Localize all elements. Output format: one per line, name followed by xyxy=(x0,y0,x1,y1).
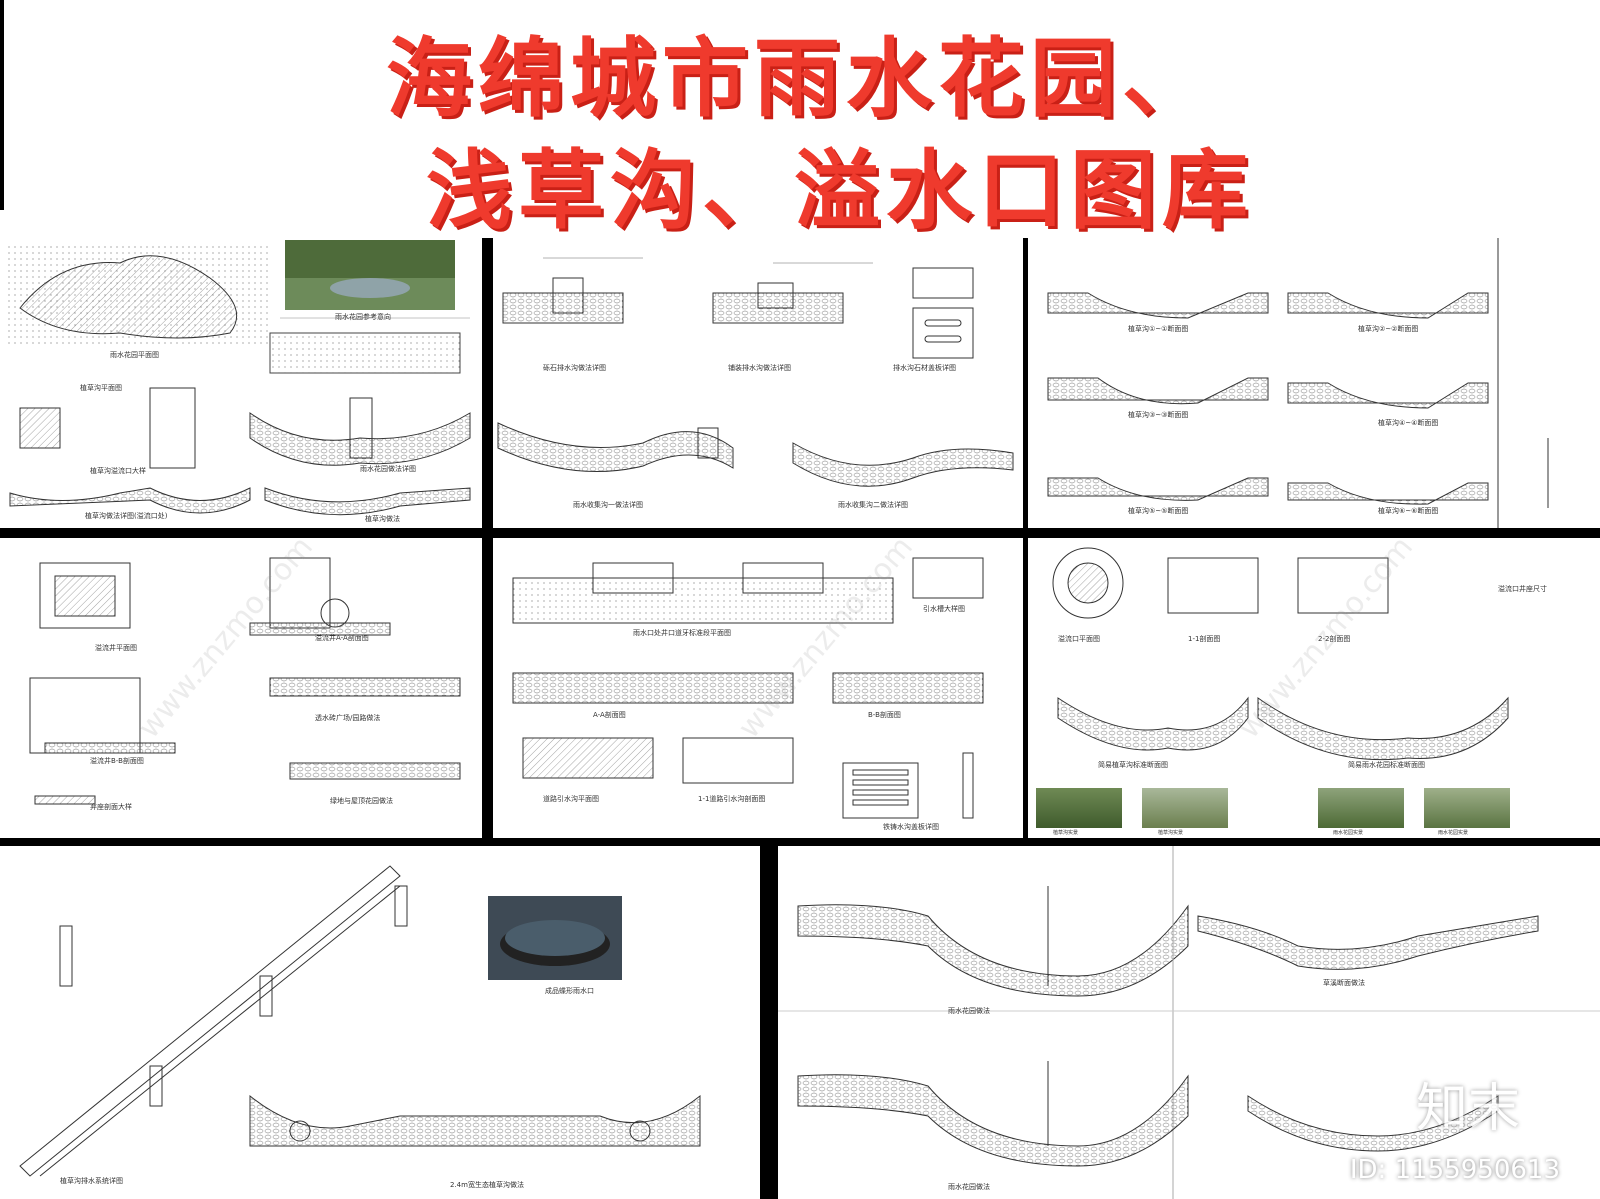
caption: 植草沟⑤~⑤断面图 xyxy=(1128,507,1189,515)
overflow-port-drawing xyxy=(1052,547,1509,761)
caption: 溢流口平面图 xyxy=(1058,635,1100,643)
photo-caption: 雨水花园实景 xyxy=(1333,830,1364,836)
caption: 溢流口井座尺寸 xyxy=(1498,585,1547,593)
caption: 排水沟石材盖板详图 xyxy=(893,364,956,372)
caption: 雨水花园做法 xyxy=(948,1007,990,1015)
caption: 铺装排水沟做法详图 xyxy=(728,364,791,372)
caption: 弃座剖面大样 xyxy=(90,803,132,811)
caption: 植草沟⑥~⑥断面图 xyxy=(1378,507,1439,515)
rain-inlet-drawing xyxy=(512,557,984,819)
rain-garden-sections-drawing xyxy=(778,846,1600,1199)
caption: 溢流井B-B剖面图 xyxy=(90,757,144,765)
caption: 简易雨水花园标准断面图 xyxy=(1348,761,1425,769)
drawing-panel-overflow-well: 溢流井平面图 溢流井A-A剖面图 溢流井B-B剖面图 弃座剖面大样 透水砖广场/… xyxy=(0,538,482,838)
rain-garden-drawing xyxy=(4,240,471,516)
caption: 雨水花园平面图 xyxy=(110,351,159,359)
photo-rain-garden-2 xyxy=(1424,788,1510,828)
title-line-1: 海绵城市雨水花园、 xyxy=(386,29,1214,129)
watermark-id: ID: 1155950613 xyxy=(1349,1155,1560,1185)
caption: 引水槽大样图 xyxy=(923,605,965,613)
caption: 2.4m宽生态植草沟做法 xyxy=(450,1181,524,1189)
caption: 植草沟③~③断面图 xyxy=(1128,411,1189,419)
caption: 2-2剖面图 xyxy=(1318,635,1351,643)
overflow-well-drawing xyxy=(29,557,461,805)
caption: 简易植草沟标准断面图 xyxy=(1098,761,1168,769)
caption: 1-1道路引水沟剖面图 xyxy=(698,795,766,803)
caption: 植草沟排水系统详图 xyxy=(60,1177,123,1185)
caption: 道路引水沟平面图 xyxy=(543,795,599,803)
drawing-panel-rain-garden: 雨水花园平面图 植草沟平面图 植草沟溢流口大样 雨水花园参考意向 雨水花园做法详… xyxy=(0,238,482,528)
caption: 成品蝶形雨水口 xyxy=(545,987,594,995)
caption: 植草沟做法详图(溢流口处) xyxy=(85,512,168,520)
caption: 植草沟④~④断面图 xyxy=(1378,419,1439,427)
title-banner: 海绵城市雨水花园、 浅草沟、溢水口图库 xyxy=(0,0,1600,241)
caption: 草溪断面做法 xyxy=(1323,979,1365,987)
drawing-panel-overflow-port: 溢流口平面图 1-1剖面图 2-2剖面图 溢流口井座尺寸 简易植草沟标准断面图 … xyxy=(1028,538,1600,838)
drawing-panel-rain-inlet: 雨水口处井口道牙标准段平面图 引水槽大样图 A-A剖面图 B-B剖面图 道路引水… xyxy=(493,538,1023,838)
photo-swale-1 xyxy=(1036,788,1122,828)
drainage-ditch-drawing xyxy=(497,257,1014,487)
caption: 雨水花园做法详图 xyxy=(360,465,416,473)
left-edge-bar xyxy=(0,0,4,210)
caption: 溢流井平面图 xyxy=(95,644,137,652)
caption: 1-1剖面图 xyxy=(1188,635,1221,643)
title-line-2: 浅草沟、溢水口图库 xyxy=(426,141,1254,241)
caption: 植草沟②~②断面图 xyxy=(1358,325,1419,333)
caption: 砾石排水沟做法详图 xyxy=(543,364,606,372)
caption: 雨水收集沟二做法详图 xyxy=(838,501,908,509)
photo-caption: 植草沟实景 xyxy=(1158,830,1184,836)
caption: 雨水收集沟一做法详图 xyxy=(573,501,643,509)
caption: 植草沟做法 xyxy=(365,515,400,523)
swale-sections-drawing xyxy=(1047,238,1549,528)
caption: 绿地与屋顶花园做法 xyxy=(330,797,393,805)
caption: B-B剖面图 xyxy=(868,711,901,719)
drawing-panel-swale-sections: 植草沟①~①断面图 植草沟②~②断面图 植草沟③~③断面图 植草沟④~④断面图 … xyxy=(1028,238,1600,528)
drawing-panel-swale-system: 植草沟排水系统详图 成品蝶形雨水口 2.4m宽生态植草沟做法 xyxy=(0,846,760,1199)
caption: 植草沟①~①断面图 xyxy=(1128,325,1189,333)
watermark-logo: 知末 xyxy=(1415,1079,1520,1139)
caption: 植草沟平面图 xyxy=(80,384,122,392)
caption: 雨水花园参考意向 xyxy=(335,313,391,321)
swale-system-drawing xyxy=(19,865,701,1177)
caption: 植草沟溢流口大样 xyxy=(90,467,146,475)
photo-rain-garden-1 xyxy=(1318,788,1404,828)
drawing-panel-drainage-ditch: 砾石排水沟做法详图 铺装排水沟做法详图 排水沟石材盖板详图 雨水收集沟一做法详图… xyxy=(493,238,1023,528)
caption: A-A剖面图 xyxy=(593,711,626,719)
caption: 透水砖广场/园路做法 xyxy=(315,714,381,722)
photo-caption: 植草沟实景 xyxy=(1053,830,1079,836)
drawing-panel-rain-garden-sections: 雨水花园做法 草溪断面做法 雨水花园做法 xyxy=(778,846,1600,1199)
caption: 雨水口处井口道牙标准段平面图 xyxy=(633,629,731,637)
caption: 雨水花园做法 xyxy=(948,1183,990,1191)
caption: 铁铸水沟盖板详图 xyxy=(883,823,939,831)
photo-caption: 雨水花园实景 xyxy=(1438,830,1469,836)
photo-swale-2 xyxy=(1142,788,1228,828)
caption: 溢流井A-A剖面图 xyxy=(315,634,369,642)
